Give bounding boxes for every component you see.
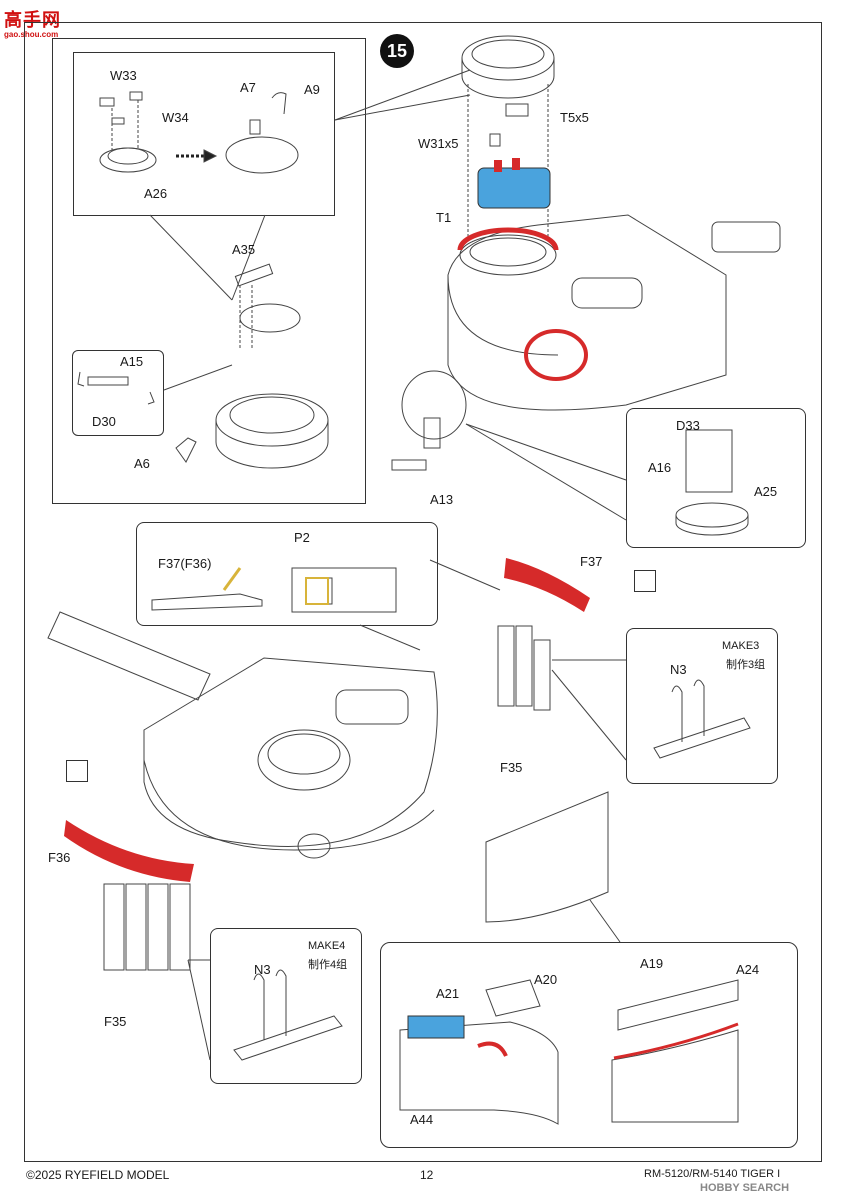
label-t5x5: T5x5 — [560, 110, 589, 125]
label-p2: P2 — [294, 530, 310, 545]
logo-subtext: gao.shou.com — [4, 30, 59, 39]
label-make3-cn: 制作3组 — [726, 659, 766, 671]
label-a16: A16 — [648, 460, 672, 475]
label-make4-cn: 制作4组 — [308, 959, 348, 971]
footer-copyright: ©2025 RYEFIELD MODEL — [26, 1168, 170, 1182]
inset-a15-d30 — [72, 350, 164, 436]
label-n3-top: N3 — [670, 662, 687, 677]
label-a26: A26 — [144, 186, 168, 201]
label-f35-top: F35 — [500, 760, 523, 775]
label-a24: A24 — [736, 962, 760, 977]
label-d30: D30 — [92, 414, 116, 429]
label-a44: A44 — [410, 1112, 434, 1127]
inset-turret-detail — [52, 38, 366, 504]
label-a20: A20 — [534, 972, 558, 987]
site-logo: 高手网 gao.shou.com — [4, 6, 61, 39]
glue-pencil-icon — [634, 570, 656, 592]
logo-text: 高手网 — [4, 10, 61, 30]
page-frame — [24, 22, 822, 1162]
label-make4: MAKE4 — [308, 940, 346, 952]
label-d33: D33 — [676, 418, 700, 433]
label-a35: A35 — [232, 242, 256, 257]
inset-cupola-periscope — [626, 408, 806, 548]
label-a9: A9 — [304, 82, 320, 97]
label-w34: W34 — [162, 110, 189, 125]
label-a13: A13 — [430, 492, 454, 507]
label-t1: T1 — [436, 210, 452, 225]
label-w33: W33 — [110, 68, 137, 83]
footer-kit-code: RM-5120/RM-5140 TIGER I — [644, 1168, 781, 1180]
label-f37: F37 — [580, 554, 603, 569]
label-f37-f36: F37(F36) — [158, 556, 212, 571]
glue-pencil-icon — [66, 760, 88, 782]
inset-top-subassembly — [73, 52, 335, 216]
label-a15: A15 — [120, 354, 144, 369]
label-f36: F36 — [48, 850, 71, 865]
inset-make4 — [210, 928, 362, 1084]
footer-page-number: 12 — [420, 1168, 434, 1182]
step-number-badge: 15 — [380, 34, 414, 68]
label-w31x5: W31x5 — [418, 136, 459, 151]
label-a21: A21 — [436, 986, 460, 1001]
label-a6: A6 — [134, 456, 150, 471]
label-f35-bottom: F35 — [104, 1014, 127, 1029]
inset-make3 — [626, 628, 778, 784]
label-a25: A25 — [754, 484, 778, 499]
label-n3-bottom: N3 — [254, 962, 271, 977]
label-make3: MAKE3 — [722, 640, 760, 652]
footer-watermark: HOBBY SEARCH — [700, 1182, 790, 1194]
inset-stowage-bins — [380, 942, 798, 1148]
label-a7: A7 — [240, 80, 256, 95]
inset-track-link-pin — [136, 522, 438, 626]
label-a19: A19 — [640, 956, 664, 971]
